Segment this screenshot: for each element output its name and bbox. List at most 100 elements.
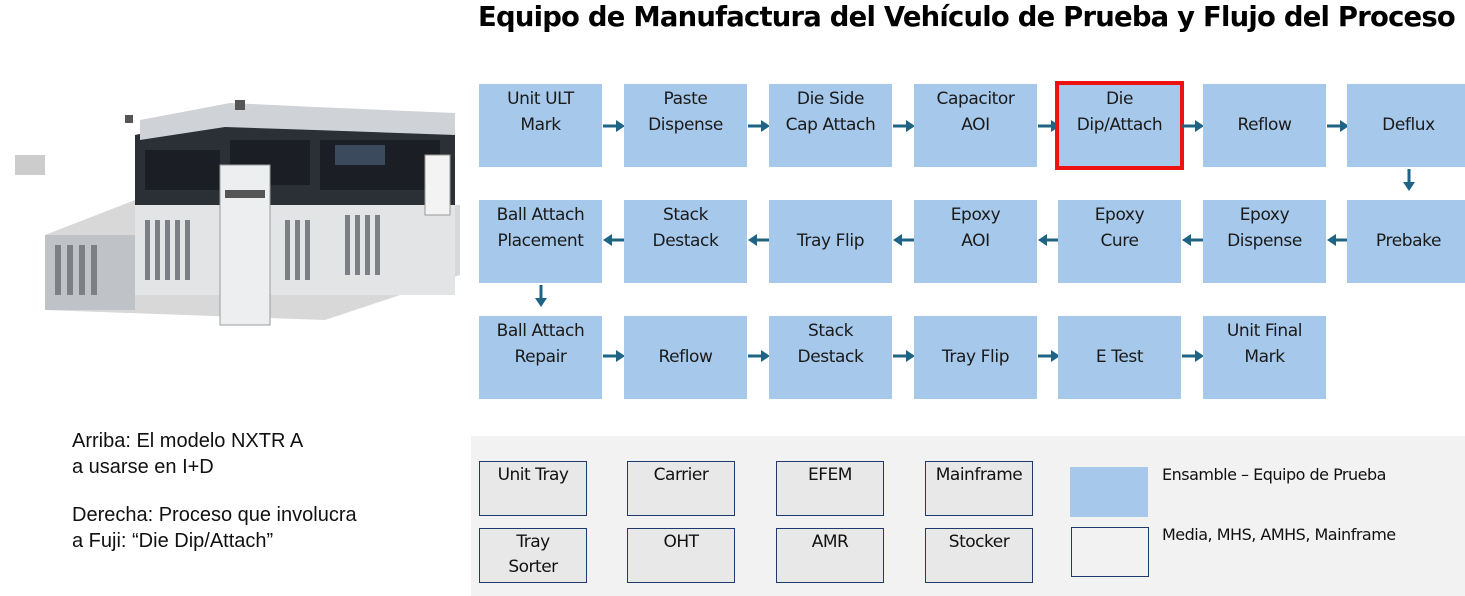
arrow-left-icon bbox=[603, 234, 625, 246]
step-label-line: Prebake bbox=[1375, 231, 1442, 251]
legend-label-media: Media, MHS, AMHS, Mainframe bbox=[1162, 525, 1396, 544]
legend-item-efem: EFEM bbox=[776, 461, 884, 516]
legend-item-label: Tray bbox=[516, 532, 550, 552]
step-label-line: Cap Attach bbox=[785, 115, 876, 135]
arrow-right-icon bbox=[1038, 350, 1060, 362]
step-label-line: Destack bbox=[652, 231, 719, 251]
process-step-unit-ult-mark: Unit ULT Mark bbox=[479, 84, 602, 167]
step-label-line: Dispense bbox=[1227, 231, 1302, 251]
arrow-right-icon bbox=[893, 350, 915, 362]
step-label-line: Epoxy bbox=[1094, 205, 1145, 225]
step-label-line: Reflow bbox=[658, 347, 713, 367]
arrow-down-icon bbox=[1403, 169, 1415, 191]
page-title: Equipo de Manufactura del Vehículo de Pr… bbox=[478, 0, 1456, 33]
arrow-right-icon bbox=[1038, 120, 1060, 132]
step-label-line: Cure bbox=[1100, 231, 1139, 251]
legend-item-label: OHT bbox=[663, 532, 699, 552]
step-label-line: Unit Final bbox=[1226, 321, 1303, 341]
legend-item-mainframe: Mainframe bbox=[925, 461, 1033, 516]
step-label-line bbox=[1347, 86, 1465, 112]
step-label-line bbox=[769, 202, 892, 228]
process-step-tray-flip: Tray Flip bbox=[914, 316, 1037, 399]
step-label-line: Ball Attach bbox=[496, 205, 585, 225]
arrow-right-icon bbox=[1327, 120, 1349, 132]
caption-line: Derecha: Proceso que involucra bbox=[72, 504, 357, 526]
process-step-tray-flip: Tray Flip bbox=[769, 200, 892, 283]
arrow-down-icon bbox=[535, 285, 547, 307]
step-label-line: Mark bbox=[1244, 347, 1285, 367]
legend-item-amr: AMR bbox=[776, 528, 884, 583]
legend-item-unit-tray: Unit Tray bbox=[479, 461, 587, 516]
process-step-deflux: Deflux bbox=[1347, 84, 1465, 167]
caption-block: Arriba: El modelo NXTR A a usarse en I+D… bbox=[72, 428, 357, 554]
arrow-left-icon bbox=[893, 234, 915, 246]
step-label-line: Placement bbox=[497, 231, 584, 251]
step-label-line: Destack bbox=[797, 347, 864, 367]
legend-item-label: Carrier bbox=[653, 465, 709, 485]
legend-label-assembly: Ensamble – Equipo de Prueba bbox=[1162, 465, 1386, 484]
arrow-left-icon bbox=[1182, 234, 1204, 246]
step-label-line: Repair bbox=[514, 347, 567, 367]
step-label-line: Ball Attach bbox=[496, 321, 585, 341]
step-label-line: Die bbox=[1105, 89, 1134, 109]
step-label-line: Epoxy bbox=[1239, 205, 1290, 225]
step-label-line: Unit ULT bbox=[507, 89, 574, 109]
legend-item-label: Stocker bbox=[948, 532, 1010, 552]
step-label-line bbox=[914, 318, 1037, 344]
arrow-left-icon bbox=[1038, 234, 1060, 246]
arrow-right-icon bbox=[1182, 120, 1204, 132]
arrow-left-icon bbox=[748, 234, 770, 246]
process-step-prebake: Prebake bbox=[1347, 200, 1465, 283]
step-label-line: Die Side bbox=[796, 89, 865, 109]
step-label-line: Paste bbox=[663, 89, 708, 109]
step-label-line: E Test bbox=[1095, 347, 1144, 367]
process-step-reflow: Reflow bbox=[1203, 84, 1326, 167]
step-label-line: AOI bbox=[961, 231, 990, 251]
caption-line: a Fuji: “Die Dip/Attach” bbox=[72, 530, 274, 552]
arrow-right-icon bbox=[748, 350, 770, 362]
step-label-line: Mark bbox=[520, 115, 561, 135]
step-label-line bbox=[1347, 202, 1465, 228]
step-label-line bbox=[1058, 318, 1181, 344]
legend-swatch-media bbox=[1071, 527, 1149, 577]
legend-item-label: Mainframe bbox=[935, 465, 1023, 485]
step-label-line: Deflux bbox=[1382, 115, 1435, 135]
legend-item-stocker: Stocker bbox=[925, 528, 1033, 583]
legend-item-label: Unit Tray bbox=[497, 465, 569, 485]
step-label-line: Epoxy bbox=[950, 205, 1001, 225]
step-label-line: Dispense bbox=[648, 115, 723, 135]
arrow-right-icon bbox=[603, 350, 625, 362]
step-label-line: Stack bbox=[662, 205, 709, 225]
step-label-line: Dip/Attach bbox=[1076, 115, 1163, 135]
process-step-e-test: E Test bbox=[1058, 316, 1181, 399]
arrow-right-icon bbox=[603, 120, 625, 132]
nxtr-machine-image bbox=[15, 100, 460, 326]
step-label-line: Reflow bbox=[1237, 115, 1292, 135]
arrow-right-icon bbox=[893, 120, 915, 132]
legend-swatch-assembly bbox=[1070, 467, 1148, 517]
step-label-line: Tray Flip bbox=[941, 347, 1010, 367]
step-label-line: Stack bbox=[807, 321, 854, 341]
step-label-line bbox=[624, 318, 747, 344]
legend-item-carrier: Carrier bbox=[627, 461, 735, 516]
step-label-line: Tray Flip bbox=[796, 231, 865, 251]
arrow-right-icon bbox=[1182, 350, 1204, 362]
legend-item-label: EFEM bbox=[808, 465, 852, 485]
process-step-reflow: Reflow bbox=[624, 316, 747, 399]
caption-line: Arriba: El modelo NXTR A bbox=[72, 430, 304, 452]
arrow-right-icon bbox=[748, 120, 770, 132]
step-label-line bbox=[1203, 86, 1326, 112]
